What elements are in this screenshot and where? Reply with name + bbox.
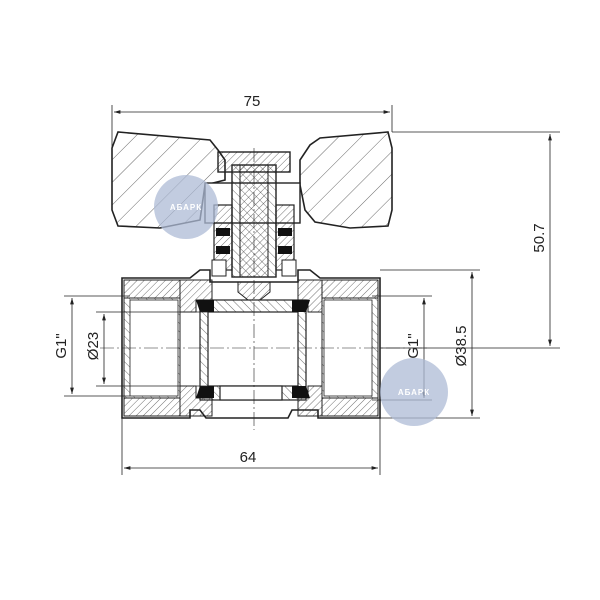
seal-bottom-left — [196, 386, 214, 398]
watermark-left: АБАРК — [154, 175, 218, 239]
ball-bottom-slot — [219, 385, 283, 401]
dim-thread-left: G1" — [53, 333, 70, 358]
right-thread-wall-top — [321, 279, 379, 299]
dim-body-length: 64 — [240, 449, 257, 466]
right-thread-wall-bottom — [321, 397, 379, 417]
dim-outer-diameter: Ø38.5 — [453, 326, 470, 367]
watermark-text: АБАРК — [398, 388, 430, 397]
handle-wing-right — [299, 131, 393, 229]
dim-thread-right: G1" — [405, 333, 422, 358]
butterfly-handle — [111, 131, 393, 229]
watermark-circle — [380, 358, 448, 426]
watermark-text: АБАРК — [170, 203, 202, 212]
seal-bottom-right — [292, 386, 310, 398]
seal-top-right — [292, 300, 310, 312]
dimensions: 75 50.7 Ø38.5 G1" G1" Ø23 64 — [53, 93, 560, 475]
dim-bore: Ø23 — [85, 332, 102, 360]
watermark-circle — [154, 175, 218, 239]
valve-body — [100, 148, 430, 430]
seal-top-left — [196, 300, 214, 312]
ball-bore — [207, 311, 299, 387]
dim-total-height: 50.7 — [531, 223, 548, 252]
watermark-right: АБАРК — [380, 358, 448, 426]
left-thread-wall-bottom — [123, 397, 181, 417]
left-thread-wall-top — [123, 279, 181, 299]
dim-handle-width: 75 — [244, 93, 261, 110]
